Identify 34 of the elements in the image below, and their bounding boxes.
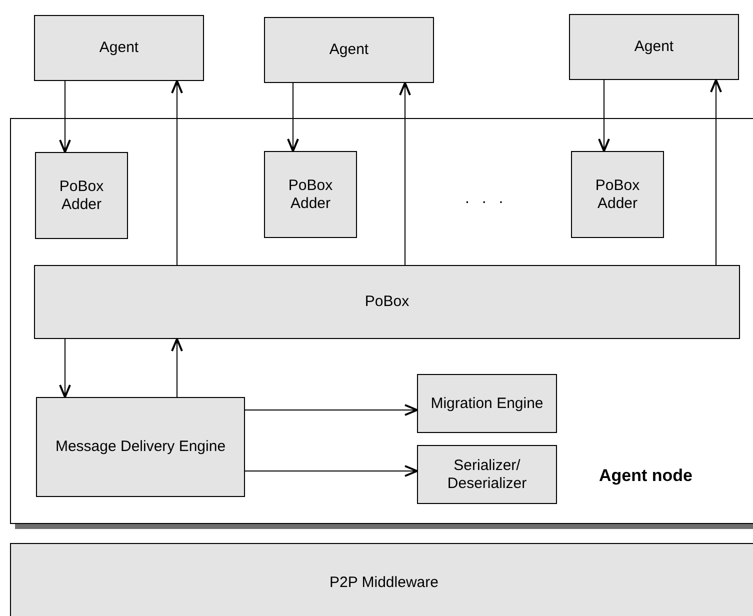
arrow [244,465,418,477]
box-label: PoBox Adder [594,176,641,212]
component-box [34,15,204,81]
box-label: PoBox Adder [287,176,334,212]
component-box [571,151,664,238]
ellipsis-label: . . . [465,190,508,208]
box-label: PoBox [364,293,410,311]
box-label: Migration Engine [430,394,544,412]
box-label: Agent [98,39,140,57]
box-label: Message Delivery Engine [54,438,227,456]
arrow [287,82,299,152]
component-box [264,17,434,83]
arrow [171,338,183,398]
component-box [10,543,753,616]
arrow [710,79,722,266]
component-box [264,151,357,238]
component-box [417,374,557,433]
component-box [36,397,245,497]
component-box [417,445,557,504]
component-box [569,14,739,80]
arrow [399,82,411,266]
box-label: Agent [328,41,370,59]
arrow [59,338,71,398]
arrow [598,80,610,152]
arrow [59,80,71,153]
component-box [35,152,128,239]
arrow [244,404,418,416]
component-box [34,265,740,339]
box-label: Agent [633,38,675,56]
box-label: Serializer/ Deserializer [446,456,528,492]
panel-title: Agent node [599,466,692,486]
arrow [171,80,183,266]
box-label: PoBox Adder [58,178,105,214]
box-label: P2P Middleware [328,574,440,592]
